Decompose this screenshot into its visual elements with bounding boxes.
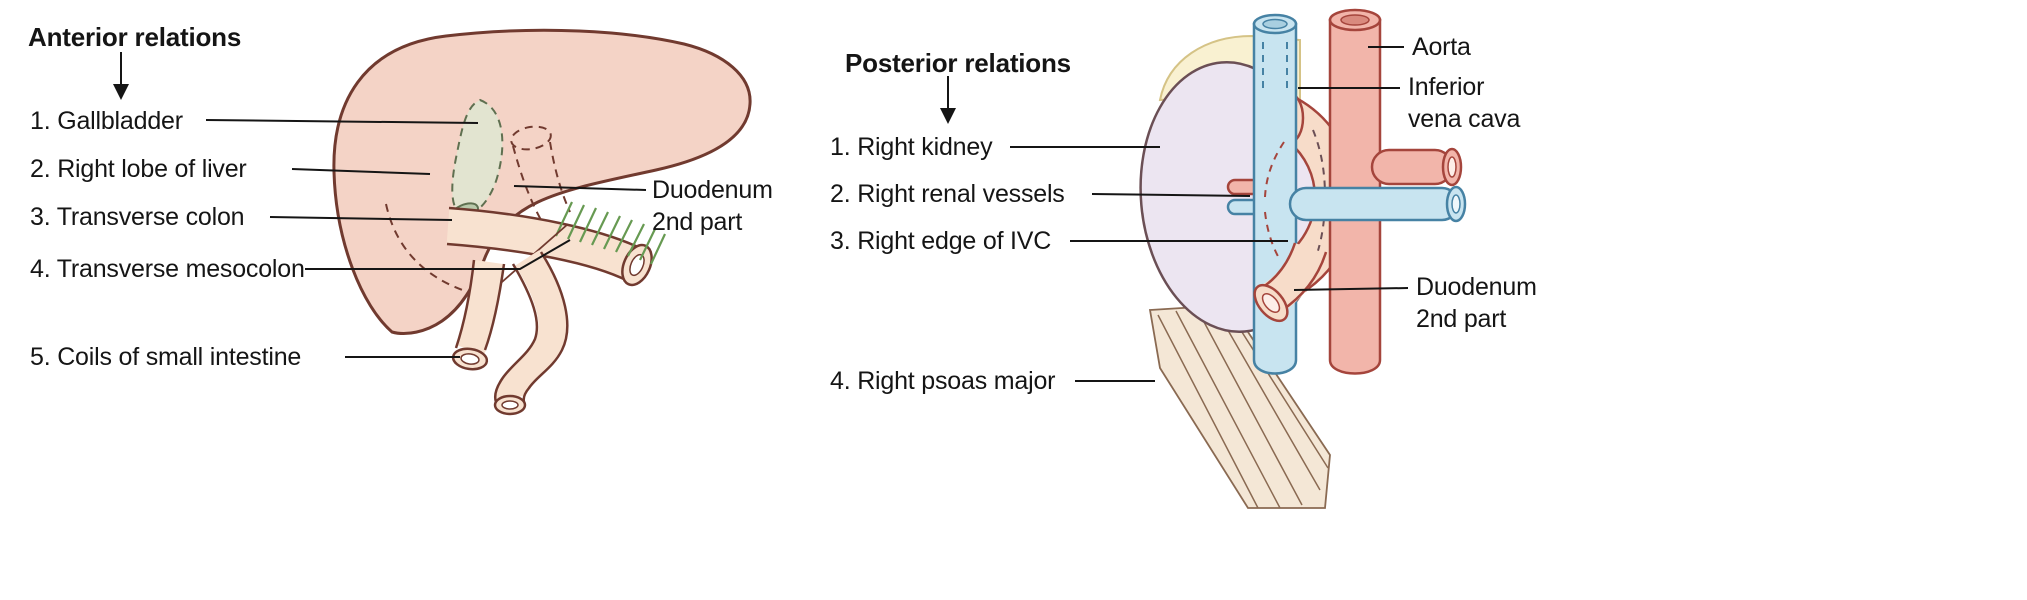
descending-duodenum-tube xyxy=(455,259,504,356)
mesocolon-fringe xyxy=(555,201,666,265)
duodenum-label-line1: Duodenum xyxy=(652,176,773,204)
transverse-colon-lower-edge xyxy=(446,242,629,283)
leader-gallbladder xyxy=(205,119,479,124)
psoas-fibers xyxy=(1157,305,1329,509)
duodenum-right-label-line2: 2nd part xyxy=(1416,305,1507,333)
aorta-branch xyxy=(1370,148,1454,186)
aorta-label: Aorta xyxy=(1412,33,1471,61)
leader-transverse-colon xyxy=(269,216,453,221)
descending-duodenum-edge-left xyxy=(454,259,476,349)
posterior-item-renal-vessels: 2. Right renal vessels xyxy=(830,180,1065,208)
posterior-illustration xyxy=(1139,8,1467,509)
posterior-item-right-kidney: 1. Right kidney xyxy=(830,133,993,161)
transverse-colon-upper-edge xyxy=(448,206,641,250)
transverse-colon-tube xyxy=(446,208,642,281)
duodenum-bottom-cut-lumen xyxy=(1261,292,1281,314)
posterior-item-psoas: 4. Right psoas major xyxy=(830,367,1056,395)
psoas-muscle xyxy=(1148,304,1331,509)
ivc-hidden-top-dashed xyxy=(1262,42,1288,90)
coil-edge-inner xyxy=(494,263,539,403)
duodenum-cut-lumen xyxy=(460,353,480,365)
posterior-item-ivc-edge: 3. Right edge of IVC xyxy=(830,227,1052,255)
down-arrow-head xyxy=(113,84,129,100)
anterior-item-right-lobe: 2. Right lobe of liver xyxy=(30,155,247,183)
anterior-relations-title: Anterior relations xyxy=(28,22,242,52)
leader-duodenum-left xyxy=(513,185,647,191)
anterior-item-transverse-colon: 3. Transverse colon xyxy=(30,203,245,231)
aorta-lumen xyxy=(1340,14,1370,26)
ivc-branch-lumen xyxy=(1451,194,1461,214)
leader-transverse-mesocolon xyxy=(305,239,571,270)
liver-shape xyxy=(332,28,752,336)
leader-duodenum-right xyxy=(1293,287,1409,291)
duodenum-hidden-border-right xyxy=(549,141,571,213)
aorta-branch-lumen xyxy=(1447,156,1457,178)
down-arrow-head xyxy=(940,108,956,124)
duodenum-right-label-line1: Duodenum xyxy=(1416,273,1537,301)
descending-duodenum-edge-right xyxy=(483,263,506,351)
coil-cut-lumen xyxy=(501,400,519,410)
duodenum-hidden-border-dashed xyxy=(1264,141,1285,261)
small-intestine-coil xyxy=(495,250,567,409)
leader-lines xyxy=(113,46,1409,382)
ivc-label-line2: vena cava xyxy=(1408,105,1521,133)
leader-renal-vessels xyxy=(1091,193,1251,197)
coil-edge-outer xyxy=(522,251,569,403)
anterior-item-transverse-mesocolon: 4. Transverse mesocolon xyxy=(30,255,305,283)
duodenal-cap-dashed xyxy=(510,125,552,151)
ivc-label-line1: Inferior xyxy=(1408,73,1485,101)
anterior-item-gallbladder: 1. Gallbladder xyxy=(30,107,183,135)
leader-right-lobe xyxy=(291,168,431,175)
anterior-illustration xyxy=(332,28,752,416)
anterior-item-coils: 5. Coils of small intestine xyxy=(30,343,302,371)
ivc-branch xyxy=(1288,186,1460,222)
duodenum-hidden-border-left xyxy=(512,145,542,221)
duodenum-label-line2: 2nd part xyxy=(652,208,743,236)
posterior-relations-title: Posterior relations xyxy=(845,48,1071,78)
ivc-lumen xyxy=(1262,18,1288,30)
